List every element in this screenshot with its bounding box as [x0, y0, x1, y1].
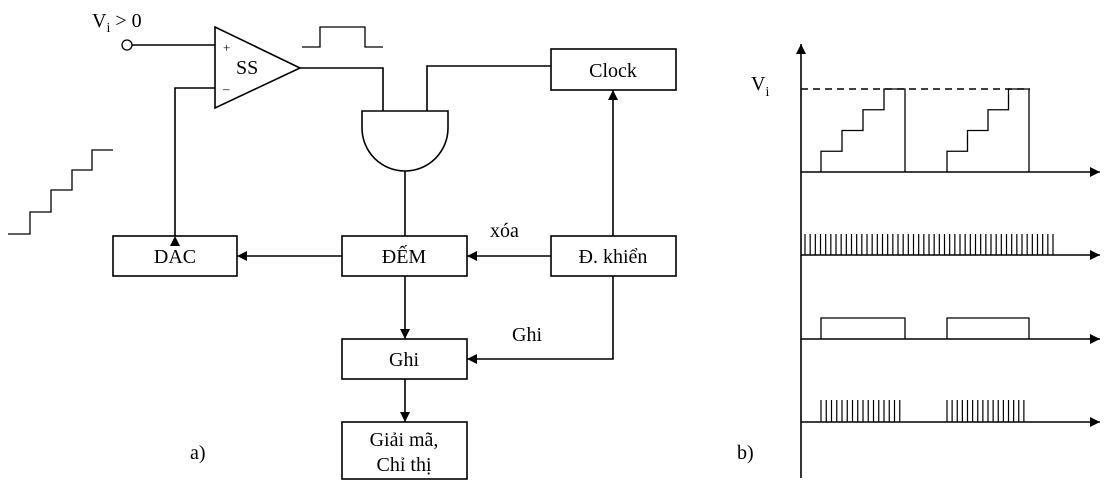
comparator-plus: +: [223, 40, 230, 55]
comparator-label: SS: [236, 57, 258, 79]
register-label: Ghi: [389, 349, 419, 371]
gate-waveform: [820, 317, 1030, 339]
gated-pulse-train: [820, 400, 1025, 422]
gate-window-2: [946, 317, 1030, 339]
wire-control-to-register: [467, 276, 614, 364]
timing-vaxis-label: Vi: [751, 73, 769, 100]
panel-b-label: b): [737, 442, 754, 464]
clock-label: Clock: [589, 60, 637, 82]
clock-block: [550, 48, 677, 91]
panel-a: Vi > 0 SS + – Clock DAC ĐẾM Đ. kh: [8, 10, 677, 480]
decoder-label-1: Giải mã,: [370, 429, 439, 451]
wire-clock-to-and: [426, 65, 551, 111]
decoder-label-2: Chỉ thị: [376, 454, 431, 476]
panel-a-label: a): [190, 442, 206, 464]
control-label: Đ. khiển: [579, 246, 648, 268]
staircase-icon: [8, 149, 113, 235]
wire-dac-to-comparator: [170, 87, 215, 246]
dac-label: DAC: [154, 246, 196, 268]
register-block: [341, 338, 468, 380]
input-label: Vi > 0: [92, 10, 142, 36]
write-signal-label: Ghi: [512, 324, 542, 346]
pulse-icon: [302, 26, 383, 48]
wire-comparator-to-and: [300, 67, 384, 111]
clear-signal-label: xóa: [490, 220, 519, 242]
staircase-ramp-1: [820, 88, 906, 172]
input-terminal: [121, 39, 133, 51]
staircase-waveform: [820, 88, 1030, 172]
gate-window-1: [820, 317, 906, 339]
comparator-ss: [214, 25, 302, 110]
counter-label: ĐẾM: [382, 244, 427, 268]
comparator-minus: –: [222, 81, 230, 96]
clock-pulse-train: [804, 234, 1054, 255]
decoder-block: [341, 421, 468, 480]
and-gate: [361, 110, 449, 172]
staircase-ramp-2: [946, 88, 1030, 172]
panel-b: Vi b): [737, 44, 1100, 478]
